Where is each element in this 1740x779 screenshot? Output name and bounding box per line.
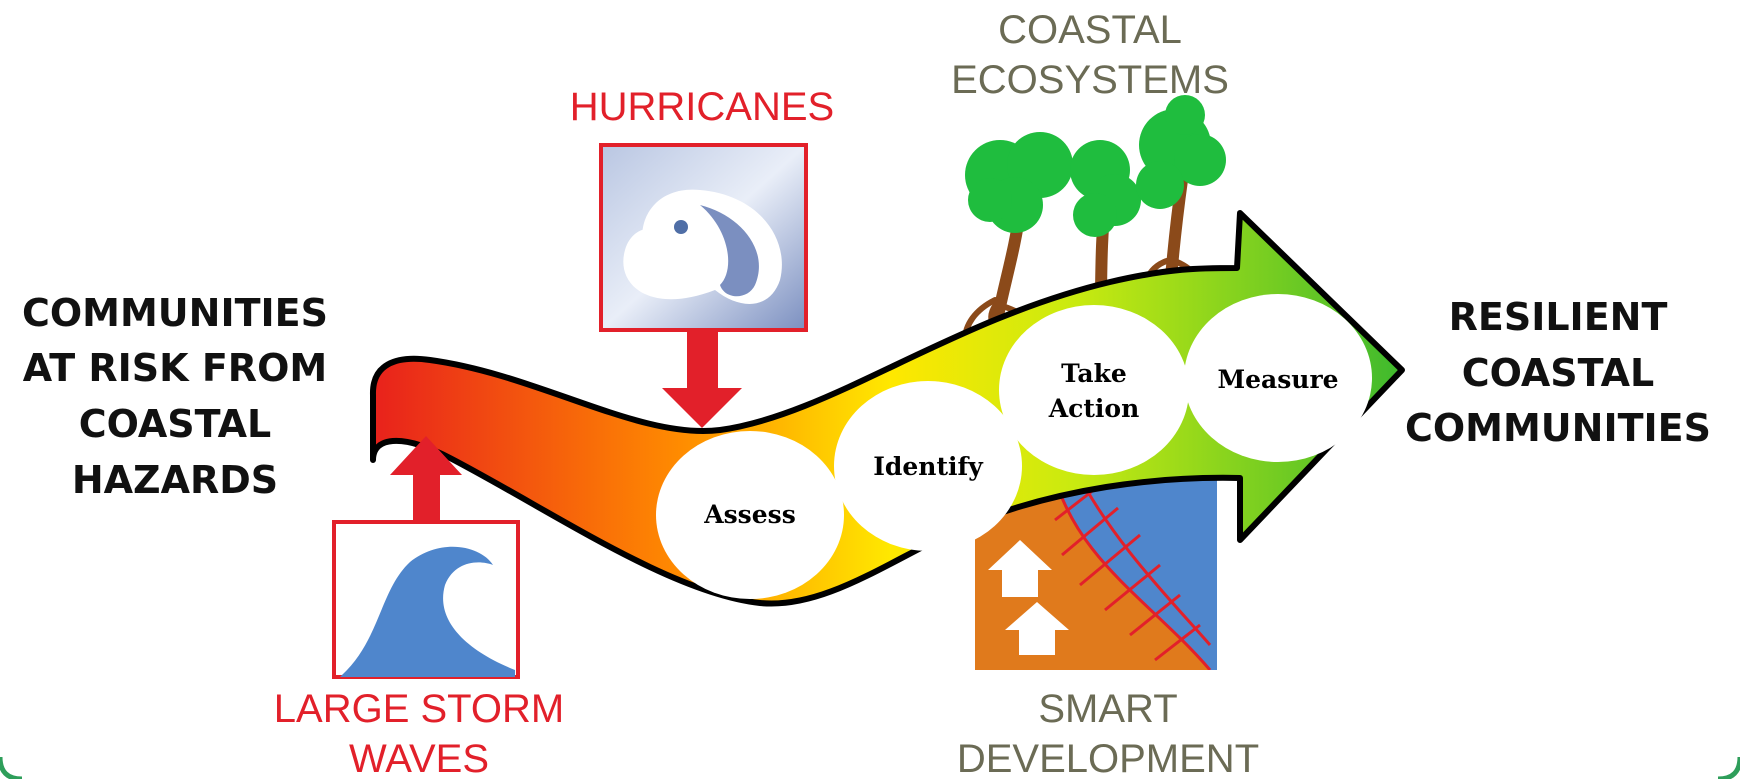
storm-waves-label-line-1: LARGE STORM: [274, 687, 564, 731]
frame-corner-left: [0, 756, 23, 779]
step-identify: Identify: [834, 381, 1022, 551]
right-label-line-3: COMMUNITIES: [1405, 406, 1711, 450]
ecosystems-label-line-2: ECOSYSTEMS: [951, 58, 1229, 102]
development-label-line-2: DEVELOPMENT: [957, 737, 1259, 779]
frame-corner-right: [1717, 756, 1740, 779]
step-label-identify: Identify: [873, 452, 984, 481]
right-label: RESILIENT COASTAL COMMUNITIES: [1405, 295, 1711, 450]
tree-icon: [962, 95, 1226, 348]
storm-wave-icon: [340, 546, 515, 677]
hurricane-arrow: [662, 330, 742, 428]
ecosystems-label-line-1: COASTAL: [998, 8, 1182, 52]
storm-waves-label-line-2: WAVES: [349, 737, 489, 779]
left-label-line-4: HAZARDS: [72, 458, 278, 502]
step-label-measure: Measure: [1217, 365, 1338, 394]
step-label-take: Take: [1061, 359, 1127, 388]
storm-wave-box: [332, 520, 520, 679]
left-label-line-2: AT RISK FROM: [23, 346, 327, 390]
step-measure: Measure: [1184, 294, 1372, 462]
right-label-line-1: RESILIENT: [1449, 295, 1668, 339]
step-label-assess: Assess: [703, 500, 796, 529]
left-label-line-3: COASTAL: [79, 402, 272, 446]
right-label-line-2: COASTAL: [1462, 351, 1655, 395]
ecosystems-label: COASTAL ECOSYSTEMS: [951, 8, 1229, 102]
development-label: SMART DEVELOPMENT: [957, 687, 1259, 779]
left-label: COMMUNITIES AT RISK FROM COASTAL HAZARDS: [22, 291, 328, 502]
left-label-line-1: COMMUNITIES: [22, 291, 328, 335]
hurricane-icon: [623, 189, 782, 304]
step-assess: Assess: [656, 431, 844, 599]
step-take-action: Take Action: [999, 305, 1189, 475]
step-label-action: Action: [1048, 394, 1140, 423]
storm-wave-arrow: [390, 436, 462, 520]
hurricanes-label: HURRICANES: [570, 85, 834, 129]
hurricane-box: HURRICANES: [570, 85, 834, 332]
storm-waves-label: LARGE STORM WAVES: [274, 687, 564, 779]
smart-development-icon: [975, 468, 1217, 670]
development-label-line-1: SMART: [1038, 687, 1177, 731]
